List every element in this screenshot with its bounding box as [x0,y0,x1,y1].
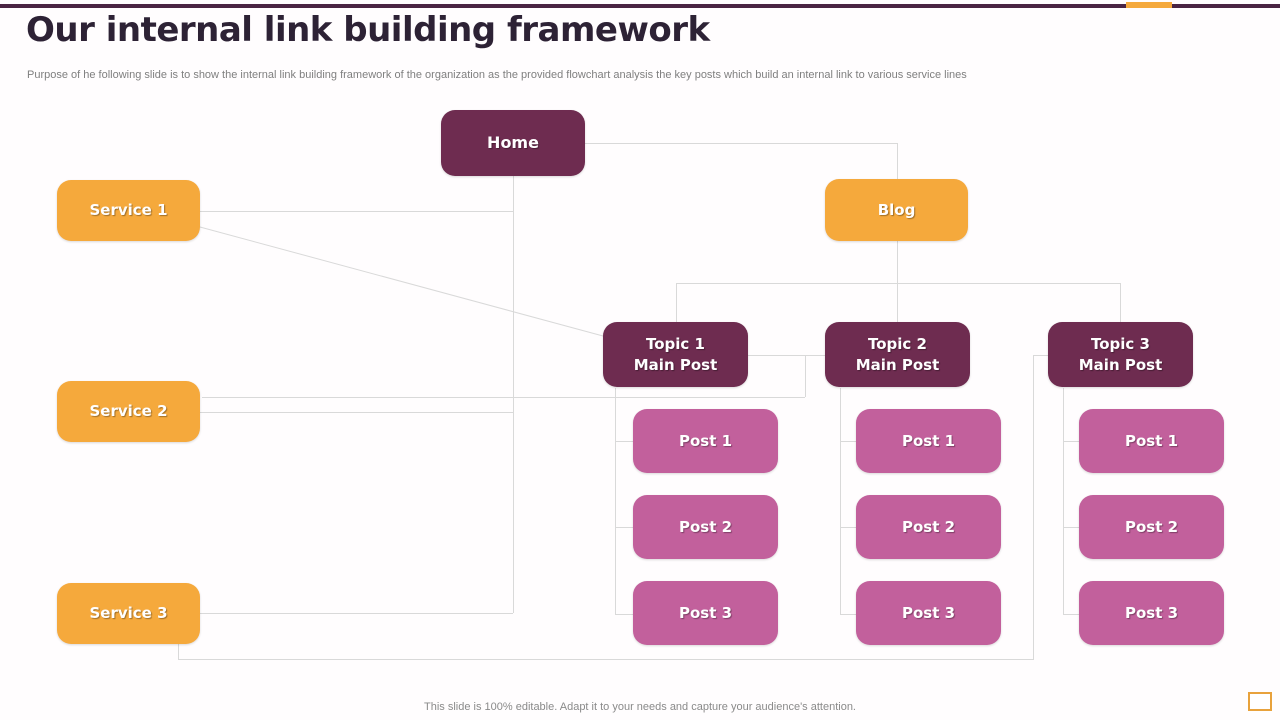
node-topic1-post-3[interactable]: Post 3 [633,581,778,645]
node-label: Post 1 [678,431,733,450]
corner-placeholder-box [1248,692,1272,711]
node-topic2-post-3[interactable]: Post 3 [856,581,1001,645]
connector-line [1063,441,1079,442]
node-label: Home [487,133,539,153]
node-home[interactable]: Home [441,110,585,176]
connector-line [1033,355,1048,356]
editable-note: This slide is 100% editable. Adapt it to… [424,701,856,713]
node-service-1[interactable]: Service 1 [57,180,200,241]
node-label: Post 3 [678,603,733,622]
connector-line [1033,355,1034,659]
top-divider-accent [1126,2,1172,8]
connector-line [1063,614,1079,615]
node-label: Post 1 [901,431,956,450]
node-blog[interactable]: Blog [825,179,968,241]
connector-line [200,412,513,413]
node-label: Post 3 [901,603,956,622]
connector-line [676,283,677,322]
connector-line [840,441,856,442]
connector-line [840,388,841,614]
top-divider-bar [0,4,1280,8]
connector-line [840,614,856,615]
node-topic2-post-2[interactable]: Post 2 [856,495,1001,559]
node-topic3-post-2[interactable]: Post 2 [1079,495,1224,559]
node-label: Post 2 [678,517,733,536]
connector-line [513,176,514,613]
connector-line [1063,527,1079,528]
node-label: Service 3 [89,604,168,623]
connector-line [178,659,1034,660]
node-topic1-post-2[interactable]: Post 2 [633,495,778,559]
connector-line [615,441,633,442]
node-label: Service 2 [89,402,168,421]
node-service-2[interactable]: Service 2 [57,381,200,442]
node-label: Post 1 [1124,431,1179,450]
connector-line [897,241,898,322]
connector-line [200,613,513,614]
connector-line [1063,388,1064,614]
node-label: Service 1 [89,201,168,220]
connector-line [200,211,513,212]
node-label: Post 2 [901,517,956,536]
page-subtitle: Purpose of he following slide is to show… [27,69,967,81]
connector-line [202,397,805,398]
connector-line [805,355,806,397]
connector-line [840,527,856,528]
node-topic3-post-1[interactable]: Post 1 [1079,409,1224,473]
connector-line [178,644,179,659]
connector-line [615,388,616,614]
node-topic1-post-1[interactable]: Post 1 [633,409,778,473]
node-label: Blog [877,200,916,219]
connector-line [615,527,633,528]
connector-line [615,614,633,615]
connector-line [897,143,898,179]
connector-line [1120,283,1121,322]
connector-line [585,143,897,144]
node-label: Post 2 [1124,517,1179,536]
connector-line [747,355,825,356]
node-label: Post 3 [1124,603,1179,622]
connector-line [676,283,1120,284]
node-topic3-post-3[interactable]: Post 3 [1079,581,1224,645]
node-topic2-post-1[interactable]: Post 1 [856,409,1001,473]
node-service-3[interactable]: Service 3 [57,583,200,644]
page-title: Our internal link building framework [26,10,710,50]
